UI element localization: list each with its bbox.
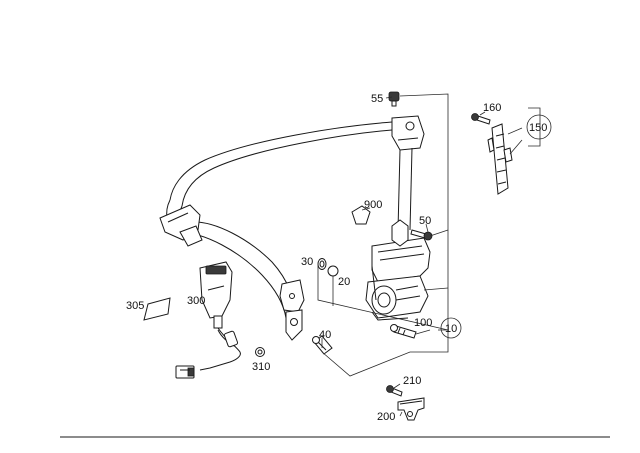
label-20: 20 bbox=[338, 276, 350, 288]
bolt-100 bbox=[390, 324, 417, 339]
height-adjuster-rail bbox=[487, 123, 513, 195]
label-160: 160 bbox=[483, 102, 501, 114]
bracket-200 bbox=[397, 397, 425, 421]
warning-label-305 bbox=[143, 297, 171, 321]
label-305: 305 bbox=[126, 300, 144, 312]
label-40: 40 bbox=[319, 329, 331, 341]
bolt-55 bbox=[388, 91, 400, 107]
washer-30 bbox=[317, 258, 327, 270]
label-100: 100 bbox=[414, 317, 432, 329]
callout-circle-10 bbox=[440, 317, 462, 339]
label-150: 150 bbox=[529, 122, 547, 134]
belt-tongue-plate bbox=[159, 204, 203, 247]
belt-guide-loop bbox=[391, 115, 425, 151]
label-300: 300 bbox=[187, 295, 205, 307]
label-55: 55 bbox=[371, 93, 383, 105]
screw-210 bbox=[386, 385, 403, 397]
label-10: 10 bbox=[445, 323, 457, 335]
label-310: 310 bbox=[252, 361, 270, 373]
ring-20 bbox=[327, 265, 339, 277]
label-30: 30 bbox=[301, 256, 313, 268]
nut-310 bbox=[255, 347, 265, 357]
callout-circle-150 bbox=[526, 114, 552, 140]
leader-lines bbox=[317, 93, 541, 417]
clip-900 bbox=[351, 205, 371, 225]
lap-anchor-fitting bbox=[279, 279, 305, 341]
bolt-40 bbox=[312, 335, 333, 355]
bolt-160 bbox=[471, 113, 491, 125]
label-210: 210 bbox=[403, 375, 421, 387]
label-200: 200 bbox=[377, 411, 395, 423]
label-900: 900 bbox=[364, 199, 382, 211]
seat-belt-buckle bbox=[199, 261, 241, 371]
wire-connector bbox=[175, 365, 195, 379]
label-50: 50 bbox=[419, 215, 431, 227]
belt-retractor-assembly bbox=[365, 147, 431, 321]
